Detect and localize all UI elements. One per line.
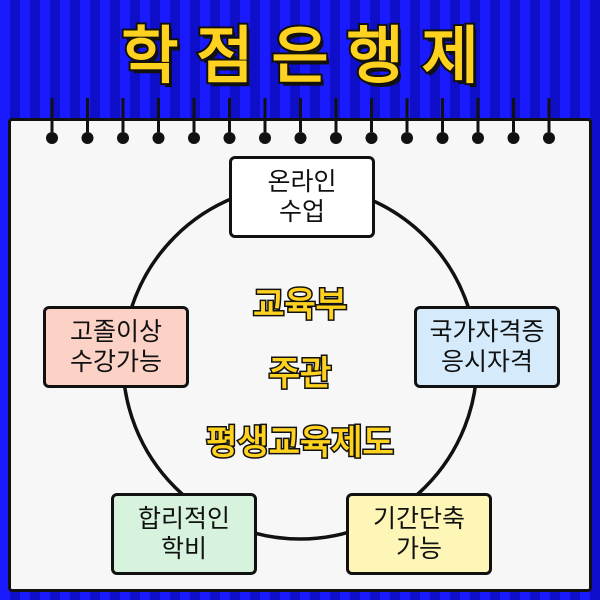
reasonable-tuition-box: 합리적인 학비: [111, 493, 257, 575]
center-label: 교육부 주관 평생교육제도: [170, 284, 430, 464]
title-char: 은: [269, 19, 330, 92]
center-line-3: 평생교육제도: [205, 421, 396, 464]
high-school-eligibility-box: 고졸이상 수강가능: [43, 306, 189, 388]
title-char: 제: [420, 19, 481, 92]
title-char: 행: [345, 19, 406, 92]
shortened-period-box: 기간단축 가능: [346, 493, 492, 575]
title-char: 학: [119, 19, 180, 92]
title-char: 점: [194, 19, 255, 92]
online-class-box: 온라인 수업: [229, 156, 375, 238]
page-title: 학 점 은 행 제: [0, 6, 600, 106]
center-line-1: 교육부: [252, 284, 349, 327]
certification-eligibility-box: 국가자격증 응시자격: [414, 306, 560, 388]
center-line-2: 주관: [267, 352, 333, 395]
